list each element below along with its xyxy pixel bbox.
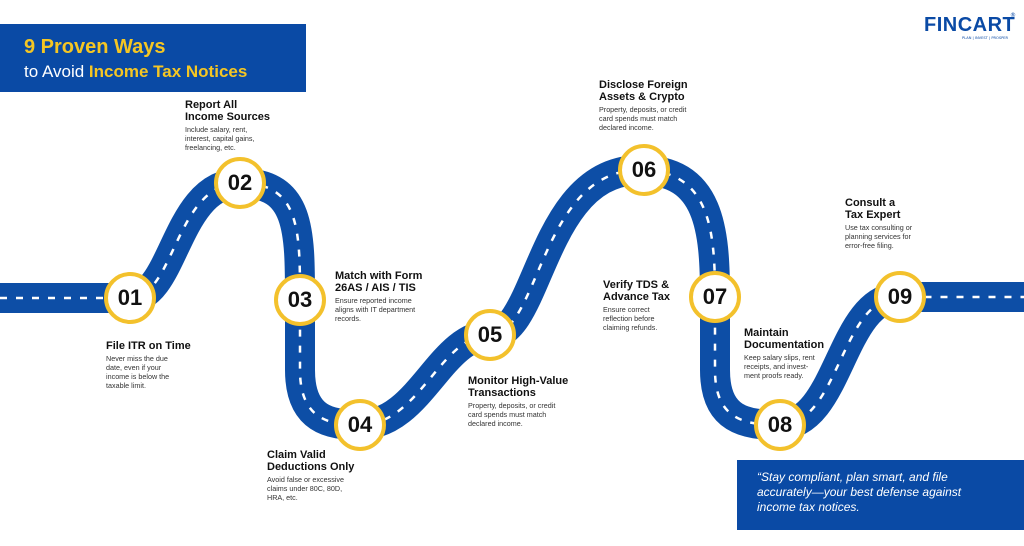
step-desc-line: Use tax consulting or [845,223,913,232]
step-desc-line: Property, deposits, or credit [599,105,687,114]
title-banner: 9 Proven Ways to Avoid Income Tax Notice… [0,24,306,92]
step-title: Monitor High-Value [468,375,569,387]
step-desc-line: Keep salary slips, rent [744,353,815,362]
step-desc-line: claims under 80C, 80D, [267,484,343,493]
step-badge-01: 01 [104,272,156,324]
title-line-1: 9 Proven Ways [24,36,166,58]
step-text-09: Consult a Tax Expert Use tax consulting … [845,197,912,250]
step-desc-line: records. [335,314,361,323]
quote-line: income tax notices. [757,500,860,514]
step-text-07: Verify TDS & Advance Tax Ensure correct … [603,279,670,332]
step-description: Include salary, rent, interest, capital … [185,125,270,152]
step-text-04: Claim Valid Deductions Only Avoid false … [267,449,354,502]
step-badge-02: 02 [214,157,266,209]
step-description: Never miss the due date, even if your in… [106,354,191,390]
logo-brand: FINCART [924,14,1016,36]
quote-box: “Stay compliant, plan smart, and file ac… [737,460,1024,530]
step-description: Ensure reported income aligns with IT de… [335,296,422,323]
step-badge-09: 09 [874,271,926,323]
step-title: Deductions Only [267,461,355,473]
title-line-2: to Avoid Income Tax Notices [24,62,247,82]
step-title: Advance Tax [603,291,671,303]
step-description: Ensure correct reflection before claimin… [603,305,670,332]
step-title: Documentation [744,339,825,351]
step-desc-line: reflection before [603,314,655,323]
step-description: Avoid false or excessive claims under 80… [267,475,354,502]
step-text-05: Monitor High-Value Transactions Property… [468,375,568,428]
step-desc-line: card spends must match [599,114,678,123]
step-badge-07: 07 [689,271,741,323]
step-desc-line: error-free filing. [845,241,894,250]
step-description: Use tax consulting or planning services … [845,223,912,250]
title-line-2-highlight: Income Tax Notices [88,62,248,81]
step-text-01: File ITR on Time Never miss the due date… [106,340,191,390]
step-desc-line: planning services for [845,232,911,241]
step-desc-line: declared income. [599,123,654,132]
step-badge-06: 06 [618,144,670,196]
step-desc-line: Property, deposits, or credit [468,401,556,410]
step-title: Income Sources [185,111,270,123]
step-desc-line: income is below the [106,372,170,381]
fincart-logo: FINCART ® PLAN | INVEST | PROSPER [924,12,1018,44]
step-badge-08: 08 [754,399,806,451]
step-desc-line: receipts, and invest- [744,362,809,371]
step-badge-04: 04 [334,399,386,451]
step-desc-line: taxable limit. [106,381,146,390]
step-desc-line: date, even if your [106,363,162,372]
step-text-02: Report All Income Sources Include salary… [185,99,270,152]
quote-line: “Stay compliant, plan smart, and file [757,470,948,484]
step-desc-line: aligns with IT department [335,305,416,314]
step-title: Match with Form [335,270,423,282]
step-title: Report All [185,99,238,111]
step-badge-05: 05 [464,309,516,361]
step-description: Keep salary slips, rent receipts, and in… [744,353,824,380]
step-text-06: Disclose Foreign Assets & Crypto Propert… [599,79,688,132]
step-title: Consult a [845,197,896,209]
step-title: Maintain [744,327,789,339]
step-desc-line: declared income. [468,419,523,428]
step-title: Disclose Foreign [599,79,688,91]
step-desc-line: Never miss the due [106,354,168,363]
step-description: Property, deposits, or credit card spend… [599,105,688,132]
step-desc-line: Avoid false or excessive [267,475,344,484]
step-text-03: Match with Form 26AS / AIS / TIS Ensure … [335,270,422,323]
step-desc-line: HRA, etc. [267,493,298,502]
step-desc-line: Ensure reported income [335,296,412,305]
step-title: Assets & Crypto [599,91,685,103]
logo-registered-mark: ® [1010,12,1016,19]
quote-line: accurately—your best defense against [757,485,962,499]
title-line-2-prefix: to Avoid [24,62,89,81]
step-desc-line: interest, capital gains, [185,134,255,143]
step-title: Tax Expert [845,209,901,221]
step-desc-line: Include salary, rent, [185,125,248,134]
step-description: Property, deposits, or credit card spend… [468,401,568,428]
step-text-08: Maintain Documentation Keep salary slips… [744,327,824,380]
step-desc-line: claiming refunds. [603,323,658,332]
logo-tagline: PLAN | INVEST | PROSPER [962,36,1009,40]
step-title: Claim Valid [267,449,326,461]
step-desc-line: Ensure correct [603,305,650,314]
step-title: File ITR on Time [106,340,191,352]
step-desc-line: freelancing, etc. [185,143,236,152]
step-title: Verify TDS & [603,279,670,291]
step-title: Transactions [468,387,536,399]
step-desc-line: card spends must match [468,410,547,419]
step-title: 26AS / AIS / TIS [335,282,416,294]
step-badge-03: 03 [274,274,326,326]
step-desc-line: ment proofs ready. [744,371,804,380]
